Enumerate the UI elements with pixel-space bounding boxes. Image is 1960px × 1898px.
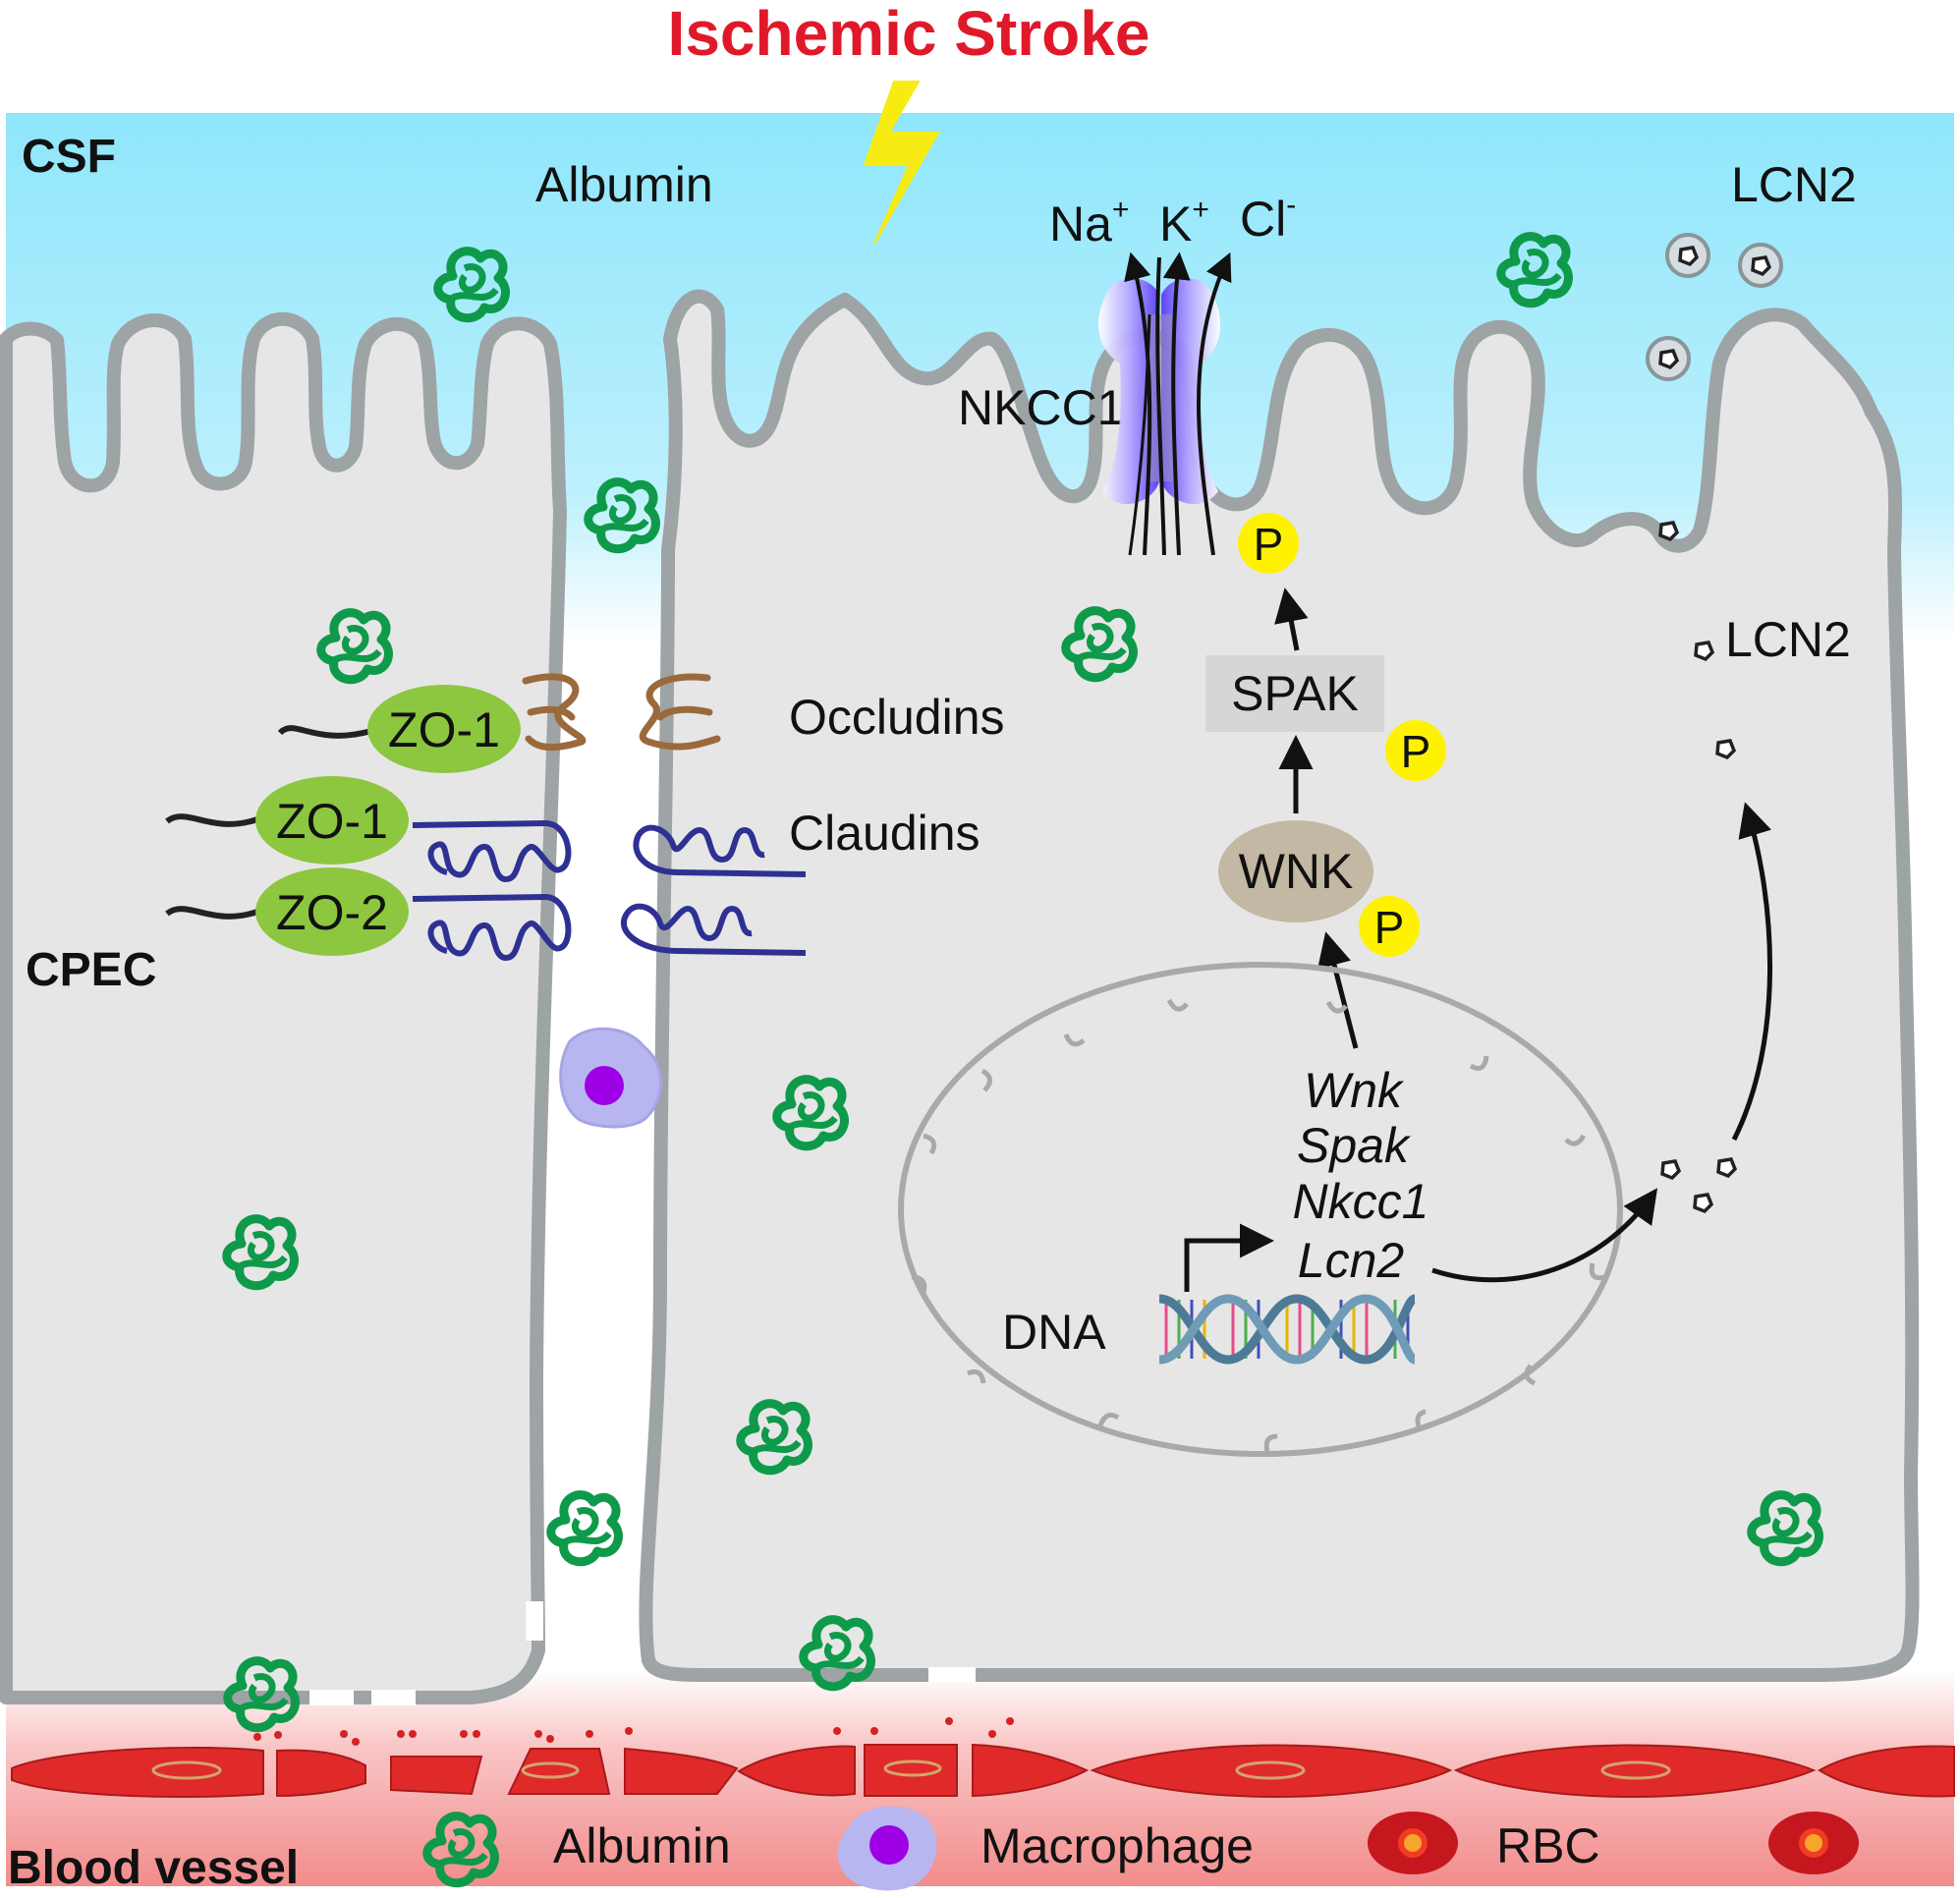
legend-rbc-icon bbox=[1368, 1812, 1458, 1874]
phospho-p-spak: P bbox=[1385, 720, 1446, 781]
tight-junction-left: ZO-1 ZO-1 ZO-2 bbox=[165, 685, 521, 956]
nkcc1-label: NKCC1 bbox=[958, 380, 1124, 435]
arrow-genes-to-wnk bbox=[1317, 931, 1359, 1049]
lcn2-mid-label: LCN2 bbox=[1725, 612, 1851, 667]
arrow-spak-to-p bbox=[1274, 587, 1309, 651]
lcn2-particle bbox=[1694, 641, 1714, 661]
zo1-top bbox=[367, 685, 521, 773]
lcn2-particle bbox=[1693, 1193, 1713, 1213]
dna-helix-icon bbox=[1158, 1294, 1418, 1365]
wnk-label: WNK bbox=[1239, 844, 1354, 899]
rbc-cell bbox=[1768, 1812, 1859, 1874]
occludins-label: Occludins bbox=[789, 690, 1005, 745]
lcn2-vesicle bbox=[1665, 233, 1710, 278]
lcn2-particle bbox=[1715, 739, 1736, 759]
occludins bbox=[522, 673, 721, 752]
claudins bbox=[412, 820, 807, 961]
macrophage bbox=[559, 1027, 662, 1129]
cpec-label: CPEC bbox=[26, 944, 156, 996]
membrane-gap-2 bbox=[371, 1690, 416, 1705]
svg-text:ZO-1: ZO-1 bbox=[276, 794, 388, 849]
gene-spak: Spak bbox=[1297, 1118, 1412, 1173]
svg-text:P: P bbox=[1254, 519, 1284, 570]
cpec-cell-right bbox=[639, 289, 1920, 1682]
nkcc1-transporter bbox=[1098, 251, 1232, 556]
blood-vessel-label: Blood vessel bbox=[8, 1842, 299, 1893]
csf-label: CSF bbox=[22, 131, 116, 183]
gene-nkcc1: Nkcc1 bbox=[1293, 1174, 1429, 1229]
leaking-particles bbox=[253, 1717, 1014, 1746]
arrow-lcn2-up bbox=[1731, 802, 1773, 1142]
lightning-bolt-icon bbox=[863, 81, 940, 245]
spak-box bbox=[1205, 655, 1384, 732]
lcn2-top-label: LCN2 bbox=[1731, 157, 1857, 212]
legend-macrophage-icon bbox=[837, 1806, 937, 1891]
nucleus bbox=[898, 962, 1623, 1457]
claudins-label: Claudins bbox=[789, 806, 980, 861]
wnk-ellipse bbox=[1218, 820, 1373, 922]
dna-label: DNA bbox=[1002, 1305, 1106, 1360]
k-label: K+ bbox=[1159, 194, 1209, 251]
albumin-molecule bbox=[551, 1495, 619, 1562]
cl-label: Cl- bbox=[1240, 189, 1296, 247]
legend-macrophage-label: Macrophage bbox=[980, 1818, 1254, 1873]
phospho-p-nkcc1: P bbox=[1238, 513, 1299, 574]
svg-text:ZO-2: ZO-2 bbox=[276, 885, 388, 940]
blood-vessel-endothelium bbox=[11, 1743, 1955, 1799]
legend-rbc-label: RBC bbox=[1496, 1818, 1600, 1873]
lcn2-vesicle bbox=[1646, 336, 1691, 381]
lcn2-vesicle bbox=[1738, 243, 1783, 288]
albumin-top-label: Albumin bbox=[535, 157, 713, 212]
legend-albumin-label: Albumin bbox=[553, 1818, 731, 1873]
svg-text:P: P bbox=[1401, 726, 1431, 777]
lcn2-particle bbox=[1716, 1157, 1737, 1178]
zo2 bbox=[255, 867, 409, 956]
spak-label: SPAK bbox=[1231, 666, 1359, 721]
svg-text:ZO-1: ZO-1 bbox=[388, 702, 500, 757]
gene-lcn2: Lcn2 bbox=[1298, 1233, 1405, 1288]
diagram-title: Ischemic Stroke bbox=[668, 0, 1150, 69]
cpec-cell-left bbox=[0, 311, 567, 1704]
membrane-gap-1 bbox=[309, 1690, 354, 1705]
lcn2-particle bbox=[1658, 521, 1679, 541]
transcription-start-arrow bbox=[1184, 1223, 1274, 1292]
gene-wnk: Wnk bbox=[1304, 1063, 1405, 1118]
membrane-gap-3 bbox=[928, 1667, 976, 1683]
svg-text:P: P bbox=[1374, 902, 1405, 953]
legend: Albumin Macrophage RBC bbox=[427, 1806, 1859, 1891]
zo1-mid bbox=[255, 776, 409, 865]
phospho-p-wnk: P bbox=[1359, 896, 1420, 957]
arrow-lcn2-out bbox=[1431, 1188, 1658, 1283]
na-label: Na+ bbox=[1049, 194, 1129, 251]
lcn2-particle bbox=[1660, 1159, 1681, 1180]
membrane-gap-4 bbox=[526, 1601, 543, 1641]
